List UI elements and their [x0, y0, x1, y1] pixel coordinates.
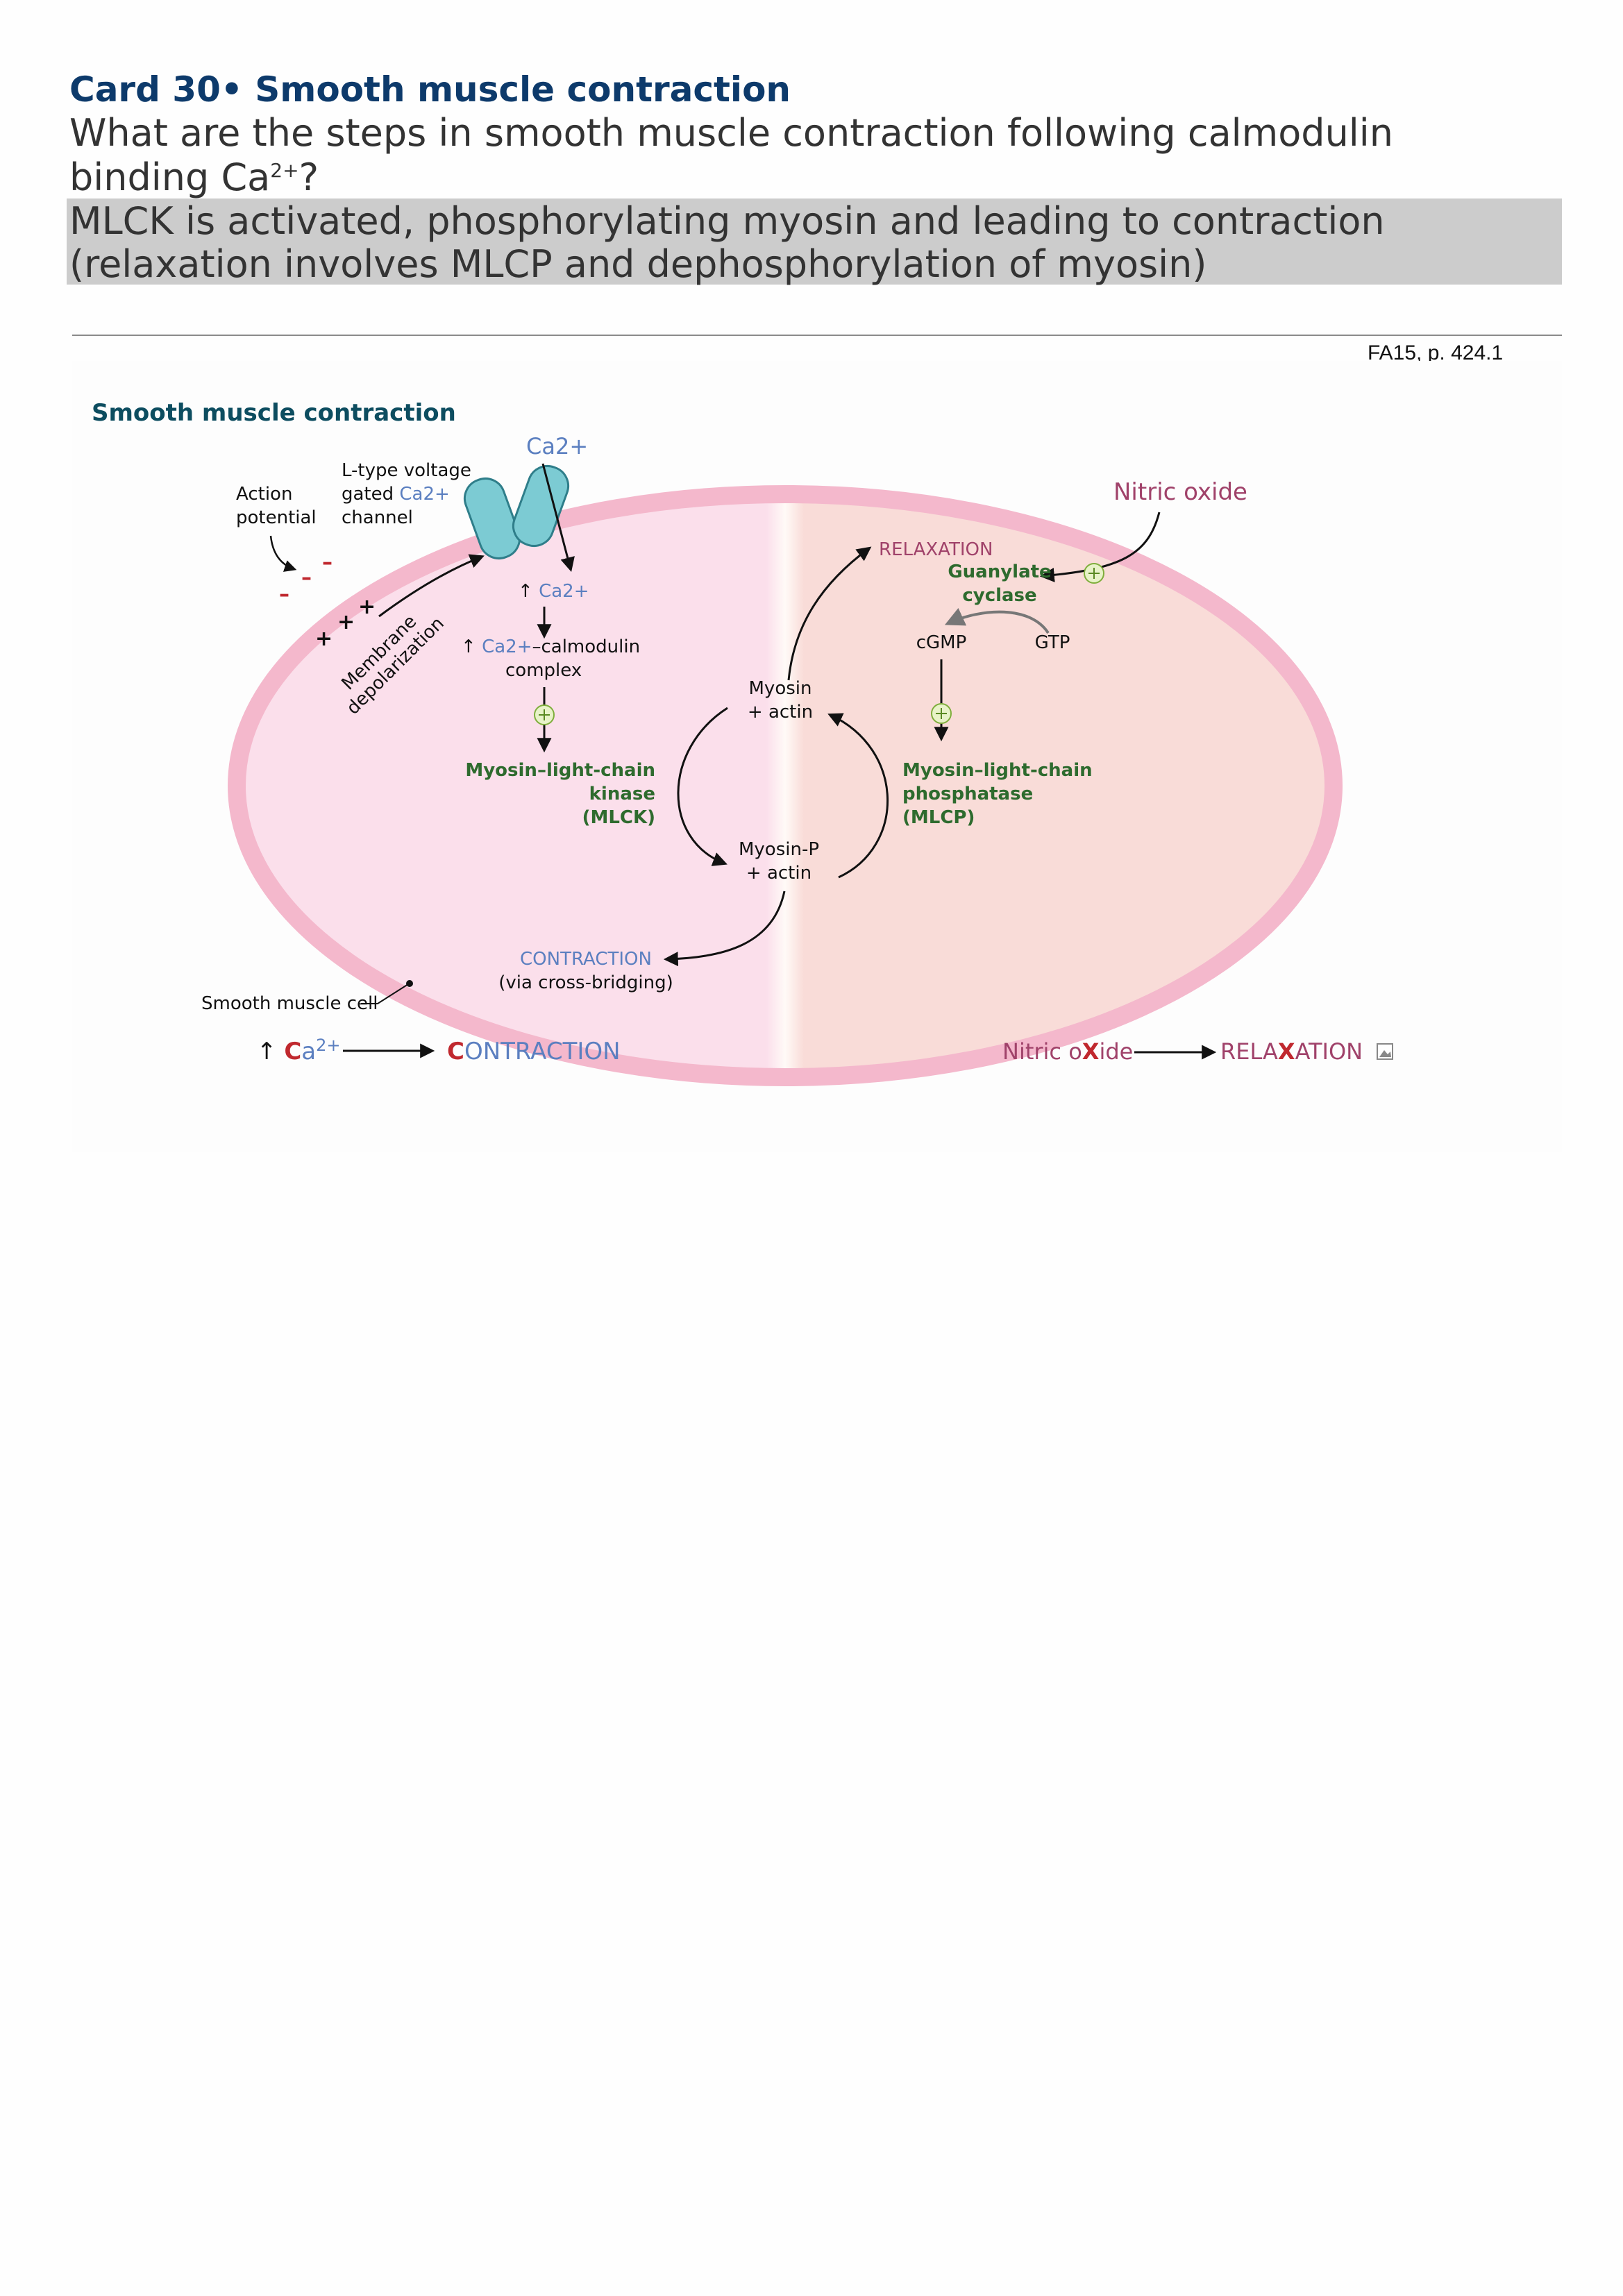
nitric-oxide-label: Nitric oxide [1113, 478, 1247, 506]
mnemonic-relaxation: RELAXATION [1220, 1038, 1363, 1065]
pointer-dot [406, 980, 413, 987]
action-potential-arrow [269, 535, 297, 572]
ltype-label-line3: channel [342, 507, 413, 528]
myosinp-actin-line2: + actin [746, 863, 812, 884]
action-potential-line2: potential [236, 507, 317, 528]
plus-sign-3: + [315, 627, 333, 651]
stimulates-icon [931, 703, 952, 724]
mlck-line2: kinase [589, 784, 655, 804]
divider [72, 335, 1562, 336]
stimulates-icon [534, 704, 555, 725]
relaxation-arrow [787, 546, 872, 681]
minus-sign-3: – [279, 582, 289, 607]
smooth-cell-pointer [361, 984, 409, 1004]
increased-calcium-label: ↑ Ca2+ [518, 581, 589, 602]
gtp-to-cgmp-arrow [944, 607, 1050, 634]
contraction-label: CONTRACTION [520, 949, 652, 970]
plus-sign-1: + [358, 595, 376, 619]
cell-divider [766, 494, 804, 1077]
guanylate-line1: Guanylate [948, 562, 1051, 582]
ca-ion-text: Ca2+ [539, 581, 589, 602]
mlcp-line1: Myosin–light-chain [902, 760, 1093, 781]
image-icon [1377, 1043, 1393, 1060]
contraction-arrow [663, 890, 786, 967]
question-mark: ? [298, 155, 319, 199]
question-text: What are the steps in smooth muscle cont… [69, 111, 1394, 199]
guanylate-line2: cyclase [962, 585, 1036, 606]
mlcp-line2: phosphatase [902, 784, 1033, 804]
depolarization-arrow [378, 554, 485, 618]
calmodulin-line1: ↑ Ca2+–calmodulin [461, 636, 640, 657]
smooth-muscle-figure: Smooth muscle contraction Ca2+ L-type vo… [72, 361, 1562, 1152]
calcium-channel-icon [463, 465, 570, 559]
nitric-oxide-arrow [1039, 512, 1161, 582]
stimulates-icon [1084, 563, 1104, 584]
card-answer: MLCK is activated, phosphorylating myosi… [67, 199, 1562, 286]
question-superscript: 2+ [270, 159, 299, 182]
myosin-actin-line1: Myosin [749, 678, 812, 699]
relaxation-label: RELAXATION [879, 539, 993, 560]
card-question: What are the steps in smooth muscle cont… [69, 111, 1527, 200]
minus-sign-2: – [301, 566, 312, 590]
minus-sign-1: – [322, 550, 333, 575]
dephosphorylation-arrow [827, 713, 889, 879]
gtp-label: GTP [1035, 632, 1070, 653]
mnemonic-right-left: Nitric oXide [1002, 1038, 1133, 1065]
mlck-line3: (MLCK) [582, 807, 655, 828]
calmodulin-line2: complex [505, 660, 582, 681]
mnemonic-contraction: CONTRACTION [447, 1038, 621, 1065]
mnemonic-left: ↑ Ca2+ [257, 1036, 341, 1065]
myosin-actin-line2: + actin [748, 702, 813, 723]
mlcp-line3: (MLCP) [902, 807, 975, 828]
card-title: Card 30• Smooth muscle contraction [69, 69, 791, 110]
phosphorylation-arrow [677, 707, 728, 866]
smooth-cell-label: Smooth muscle cell [201, 993, 378, 1014]
cell-membrane [228, 485, 1343, 1086]
calcium-influx-arrow [541, 463, 575, 573]
ltype-label-line2: gated Ca2+ [342, 484, 450, 505]
myosinp-actin-line1: Myosin-P [739, 839, 819, 860]
action-potential-line1: Action [236, 484, 292, 505]
figure-title: Smooth muscle contraction [92, 399, 456, 427]
mlck-line1: Myosin–light-chain [465, 760, 655, 781]
ltype-label-line1: L-type voltage [342, 460, 471, 481]
reference-label: FA15, p. 424.1 [1368, 341, 1504, 364]
calcium-ion-label: Ca2+ [526, 433, 588, 459]
plus-sign-2: + [337, 610, 355, 634]
cross-bridging-label: (via cross-bridging) [498, 972, 673, 993]
cgmp-label: cGMP [916, 632, 967, 653]
